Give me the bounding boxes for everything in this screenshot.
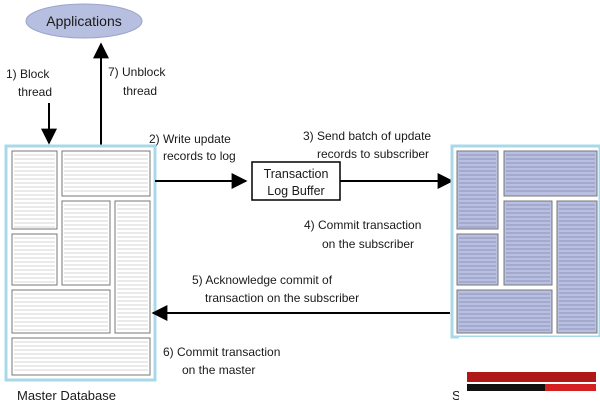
step-6-line-1: 6) Commit transaction — [163, 345, 280, 359]
buffer-line-1: Transaction — [264, 167, 329, 181]
subscriber-block — [503, 150, 598, 197]
master-block — [11, 150, 58, 230]
master-block — [61, 200, 111, 286]
master-database: Master Database — [4, 144, 157, 403]
step-write-log: 2) Write update records to log — [149, 132, 248, 189]
subscriber-database-label: S — [452, 388, 461, 403]
watermark-band — [467, 372, 596, 382]
step-send-batch: 3) Send batch of update records to subsc… — [303, 129, 454, 189]
step-7-line-2: thread — [123, 84, 157, 98]
master-blocks — [11, 150, 151, 376]
step-1-line-2: thread — [18, 85, 52, 99]
master-block — [11, 233, 58, 286]
step-3-line-2: records to subscriber — [317, 147, 429, 161]
subscriber-block — [556, 200, 598, 334]
step-3-line-1: 3) Send batch of update — [303, 129, 431, 143]
master-block — [11, 289, 111, 334]
step-4-line-1: 4) Commit transaction — [304, 218, 421, 232]
step-unblock-thread: 7) Unblock thread — [93, 42, 166, 146]
step-7-line-1: 7) Unblock — [108, 65, 166, 79]
subscriber-blocks — [456, 150, 598, 334]
step-5-line-1: 5) Acknowledge commit of — [192, 273, 333, 287]
subscriber-block — [456, 150, 499, 230]
master-block — [114, 200, 151, 334]
step-4-line-2: on the subscriber — [322, 237, 414, 251]
step-1-line-1: 1) Block — [6, 67, 50, 81]
step-6-line-2: on the master — [182, 363, 255, 377]
applications-ellipse — [25, 3, 143, 39]
master-frame — [4, 144, 157, 382]
watermark-strip — [467, 384, 545, 391]
master-block — [11, 337, 151, 376]
step-2-line-2: records to log — [163, 149, 236, 163]
step-2-line-1: 2) Write update — [149, 132, 231, 146]
master-block — [61, 150, 151, 197]
step-commit-subscriber: 4) Commit transaction on the subscriber — [304, 218, 421, 251]
subscriber-database: S — [450, 144, 600, 403]
watermark-overlay — [459, 337, 600, 410]
step-commit-master: 6) Commit transaction on the master — [163, 345, 280, 377]
step-acknowledge: 5) Acknowledge commit of transaction on … — [151, 273, 450, 321]
subscriber-block — [456, 289, 553, 334]
subscriber-block — [456, 233, 499, 286]
step-block-thread: 1) Block thread — [6, 67, 57, 145]
buffer-box — [251, 161, 341, 201]
buffer-line-2: Log Buffer — [267, 184, 324, 198]
master-database-label: Master Database — [17, 388, 116, 403]
applications-node: Applications — [25, 3, 143, 39]
transaction-log-buffer: Transaction Log Buffer — [251, 161, 341, 201]
subscriber-block — [503, 200, 553, 286]
applications-label: Applications — [46, 13, 122, 29]
watermark-strip-accent — [545, 384, 596, 391]
step-5-line-2: transaction on the subscriber — [205, 291, 359, 305]
